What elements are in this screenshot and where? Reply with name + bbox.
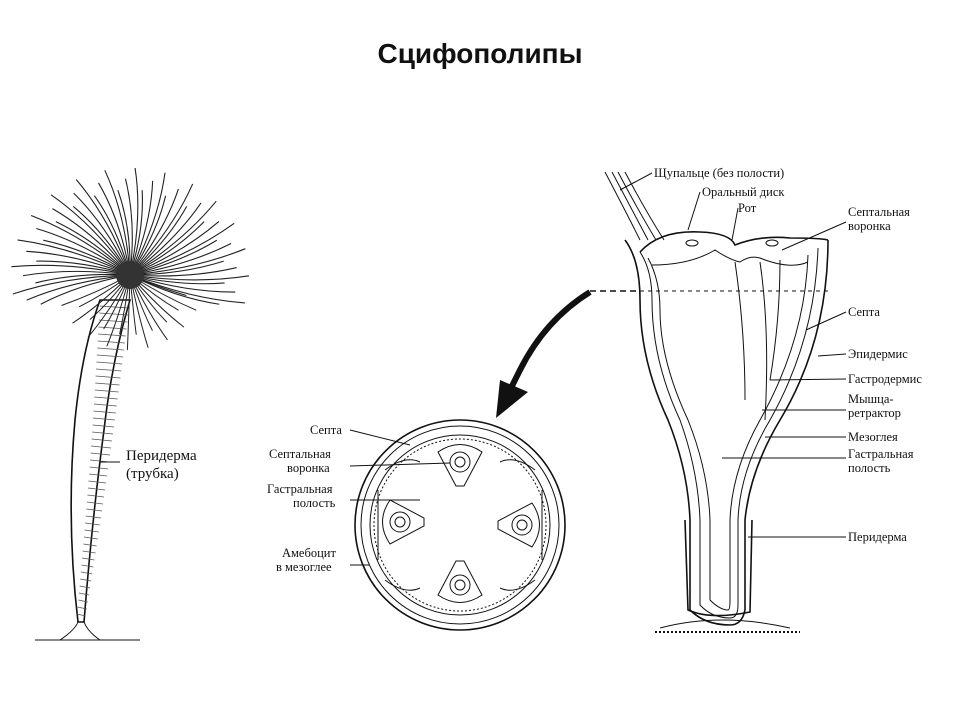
ls-label-septal-funnel-2: воронка [848,219,891,233]
longitudinal-section-diagram [604,171,829,633]
ls-label-septa: Септа [848,305,880,319]
label-tube: (трубка) [126,466,179,482]
label-periderm: Перидерма [126,448,197,464]
ls-label-periderm: Перидерма [848,530,907,544]
ls-label-oral-disc: Оральный диск [702,185,785,199]
cs-label-septa: Септа [310,423,342,437]
cs-label-gastral-1: Гастральная [267,482,333,496]
longitudinal-section-labels: Щупальце (без полости) Оральный диск Рот… [619,166,922,544]
arrow-icon [496,289,830,418]
ls-label-gastral-1: Гастральная [848,447,914,461]
cs-label-septal-funnel-1: Септальная [269,447,331,461]
cross-section-diagram [354,419,566,631]
ls-label-retractor-1: Мышца- [848,392,894,406]
polyp-illustration [11,167,250,641]
cs-label-amoebocyte-2: в мезоглее [276,560,332,574]
ls-label-epidermis: Эпидермис [848,347,908,361]
ls-label-gastral-2: полость [848,461,891,475]
ls-label-septal-funnel-1: Септальная [848,205,910,219]
slide-title: Сцифополипы [377,38,583,69]
cross-section-labels: Септа Септальная воронка Гастральная пол… [267,423,451,574]
cs-label-amoebocyte-1: Амебоцит [282,546,336,560]
ls-label-mouth: Рот [738,201,757,215]
ls-label-retractor-2: ретрактор [848,406,901,420]
cs-label-gastral-2: полость [293,496,336,510]
cs-label-septal-funnel-2: воронка [287,461,330,475]
ls-label-tentacle: Щупальце (без полости) [654,166,784,180]
ls-label-mesoglea: Мезоглея [848,430,898,444]
ls-label-gastrodermis: Гастродермис [848,372,922,386]
